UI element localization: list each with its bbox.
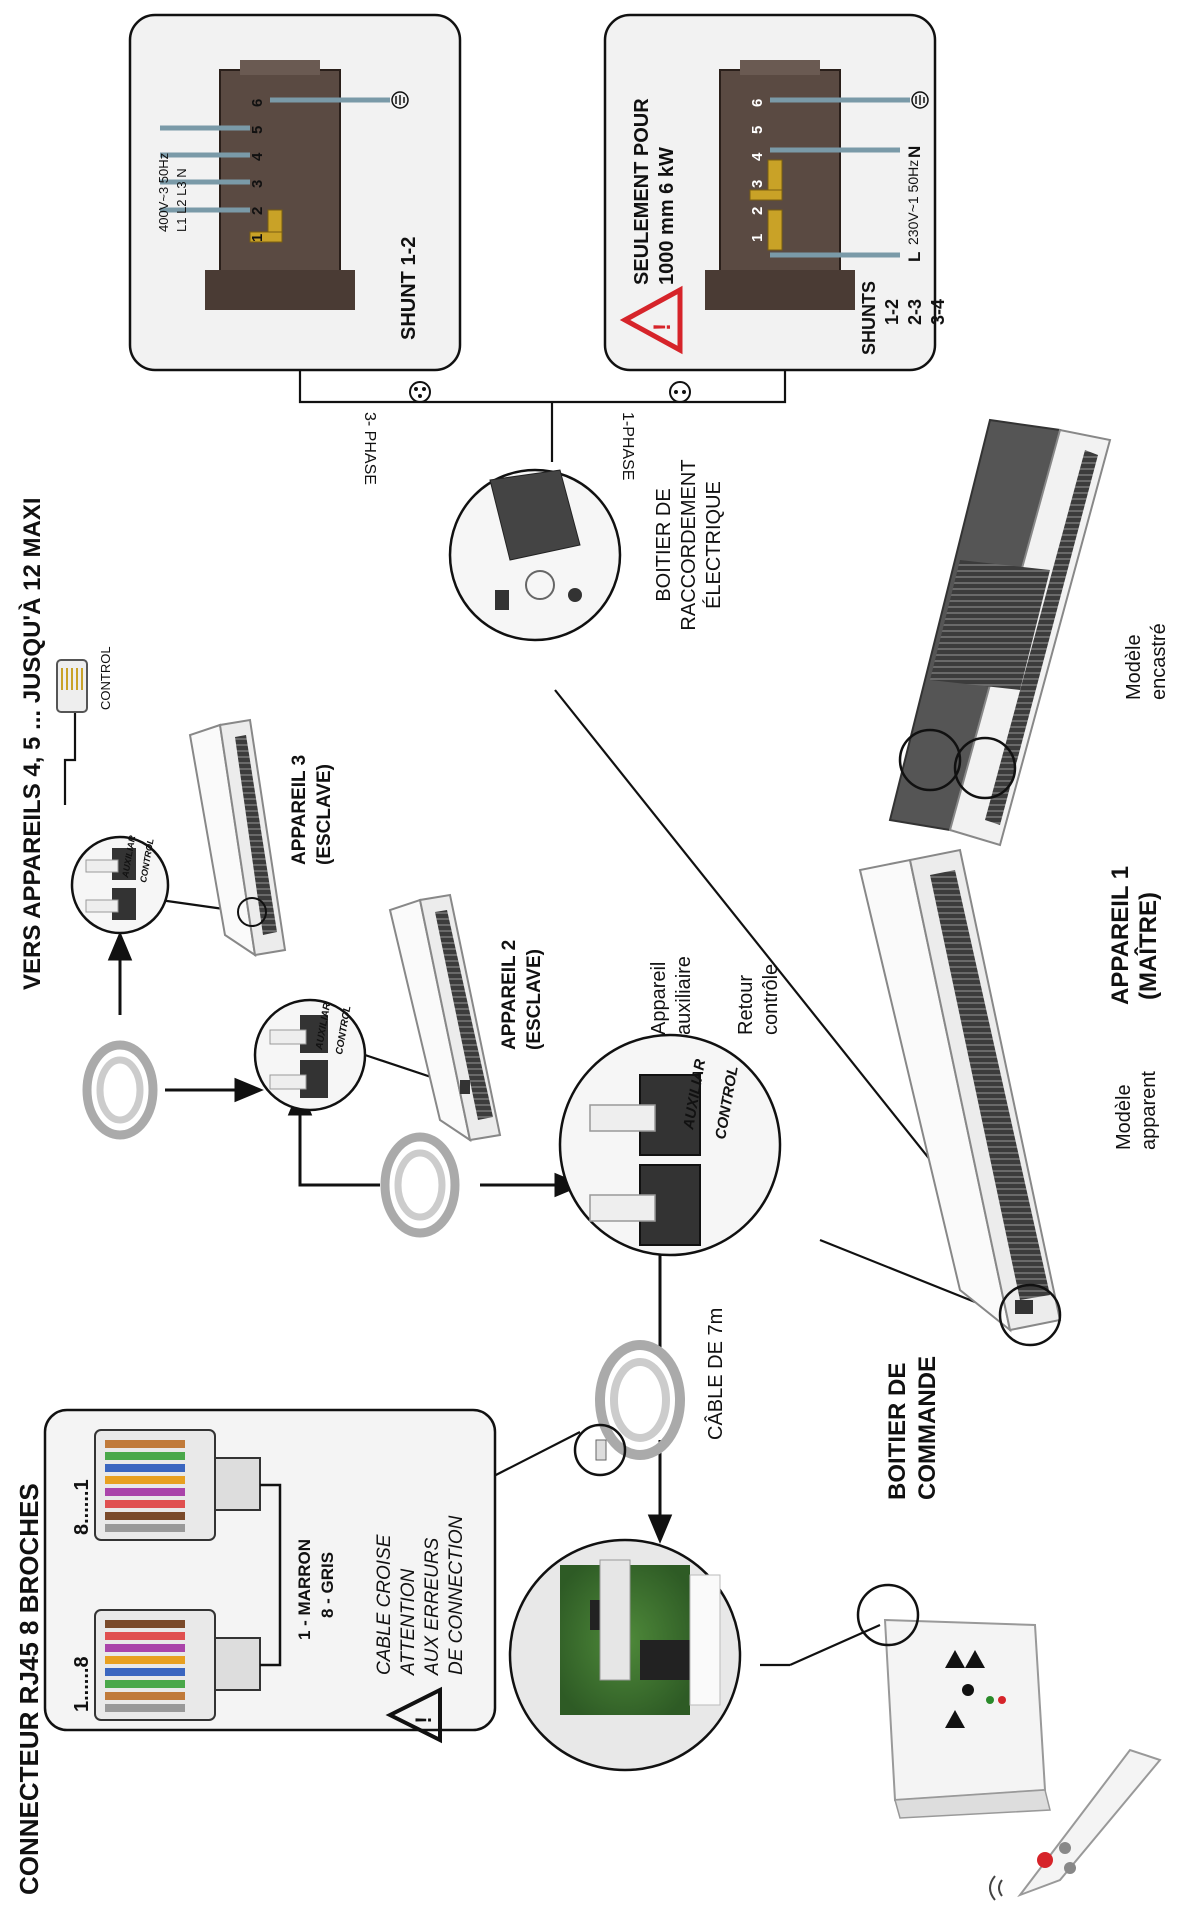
warning-line-1: CABLE CROISE [374, 1534, 395, 1675]
warning-line-4: DE CONNECTION [446, 1515, 467, 1675]
warning-line-2: ATTENTION [398, 1568, 419, 1676]
junction-box-label-2: RACCORDEMENT [678, 459, 700, 630]
heater-appareil-1-master [858, 848, 1062, 1347]
junction-box-label-3: ÉLECTRIQUE [702, 481, 725, 609]
retour-label-1: Retour [735, 975, 757, 1035]
master-port-detail-circle [558, 1033, 782, 1257]
voltage-1phase-label: 230V~1 50Hz [905, 160, 921, 245]
appareil1-label-1: APPAREIL 1 [1107, 866, 1134, 1005]
terminal-3: 3 [249, 180, 266, 188]
warning-triangle-icon: ! [385, 1686, 442, 1744]
warning-triangle-icon: ! [619, 285, 683, 355]
appareil2-label-2: (ESCLAVE) [524, 949, 545, 1050]
three-phase-label: 3- PHASE [361, 412, 378, 485]
svg-text:!: ! [411, 1716, 436, 1723]
modele-apparent-label-2: apparent [1138, 1071, 1160, 1150]
slave3-port-detail-circle [70, 835, 170, 935]
modele-encastre-label-2: encastré [1148, 623, 1170, 700]
terminal-N-label: N [905, 146, 924, 158]
cable-coil-2 [380, 1132, 460, 1238]
three-phase-terminal-panel [128, 13, 462, 372]
junction-box-detail-circle [448, 468, 622, 642]
terminal-3: 3 [749, 180, 766, 188]
rj45-plug-left-end [94, 1609, 261, 1721]
terminal-4: 4 [249, 152, 266, 161]
voltage-3phase-label: 400V~3 50Hz [156, 153, 171, 232]
terminal-L-label: L [905, 252, 924, 262]
shunt-2-3-label: 2-3 [905, 299, 925, 325]
appareil-aux-label-2: auxiliaire [673, 956, 695, 1035]
terminal-4: 4 [749, 152, 766, 161]
junction-box-label-1: BOITIER DE [653, 488, 675, 601]
appareil3-label-2: (ESCLAVE) [314, 764, 335, 865]
control-box-label-1: BOITIER DE [884, 1363, 911, 1500]
modele-encastre-label-1: Modèle [1123, 634, 1145, 700]
single-phase-terminal-panel: ! [603, 13, 937, 372]
ground-icon [391, 91, 929, 109]
control-box [856, 1583, 1051, 1819]
connector-title: CONNECTEUR RJ45 8 BROCHES [14, 1483, 44, 1895]
modele-apparent-label-1: Modèle [1113, 1084, 1135, 1150]
appareil-aux-label-1: Appareil [648, 962, 670, 1035]
cable-7m-label: CÂBLE DE 7m [704, 1308, 727, 1440]
terminal-6: 6 [749, 99, 766, 107]
rj45-plug-icon [56, 659, 88, 713]
rj45-plug-right-end [94, 1429, 261, 1541]
svg-text:!: ! [649, 323, 676, 331]
terminal-1: 1 [249, 234, 266, 242]
three-phase-socket-icon [409, 381, 431, 403]
pins-right-label: 8......1 [71, 1479, 93, 1535]
heater-appareil-2-slave [388, 893, 502, 1143]
phase-lines-label: L1 L2 L3 N [174, 168, 189, 232]
wire-1-label: 1 - MARRON [295, 1539, 314, 1640]
shunt12-label: SHUNT 1-2 [398, 237, 420, 340]
pins-left-label: 1......8 [71, 1656, 93, 1712]
wireless-icon [989, 1875, 1003, 1901]
appareil2-label-1: APPAREIL 2 [499, 940, 520, 1050]
retour-label-2: contrôle [760, 964, 782, 1035]
pcb-detail-circle [508, 1538, 742, 1772]
terminal-2: 2 [749, 207, 766, 215]
slave2-port-detail-circle [253, 998, 367, 1112]
terminal-6: 6 [249, 99, 266, 107]
heater-appareil-3-slave [188, 718, 287, 958]
cable-coil-3 [82, 1040, 158, 1140]
rj45-control-label: CONTROL [98, 646, 113, 710]
seulement-label-1: SEULEMENT POUR [631, 98, 653, 285]
warning-line-3: AUX ERREURS [422, 1537, 443, 1676]
seulement-label-2: 1000 mm 6 kW [656, 147, 678, 285]
single-phase-label: 1-PHASE [619, 412, 636, 480]
appareil1-label-2: (MAÎTRE) [1134, 892, 1162, 1000]
shunts-label: SHUNTS [859, 281, 879, 355]
single-phase-socket-icon [669, 381, 691, 403]
terminal-5: 5 [249, 126, 266, 134]
terminal-5: 5 [749, 126, 766, 134]
terminal-1: 1 [749, 234, 766, 242]
vers-appareils-label: VERS APPAREILS 4, 5 ... JUSQU'À 12 MAXI [18, 497, 46, 990]
heater-modele-encastre [888, 418, 1112, 847]
terminal-2: 2 [249, 207, 266, 215]
appareil3-label-1: APPAREIL 3 [289, 755, 310, 865]
shunt-3-4-label: 3-4 [928, 299, 948, 325]
shunt-1-2-label: 1-2 [882, 299, 902, 325]
rj45-connector-panel: ! [43, 1408, 497, 1744]
remote-control [1017, 1748, 1162, 1898]
cable-7m-coil [573, 1340, 685, 1477]
control-box-label-2: COMMANDE [914, 1356, 941, 1500]
wire-8-label: 8 - GRIS [318, 1552, 337, 1618]
